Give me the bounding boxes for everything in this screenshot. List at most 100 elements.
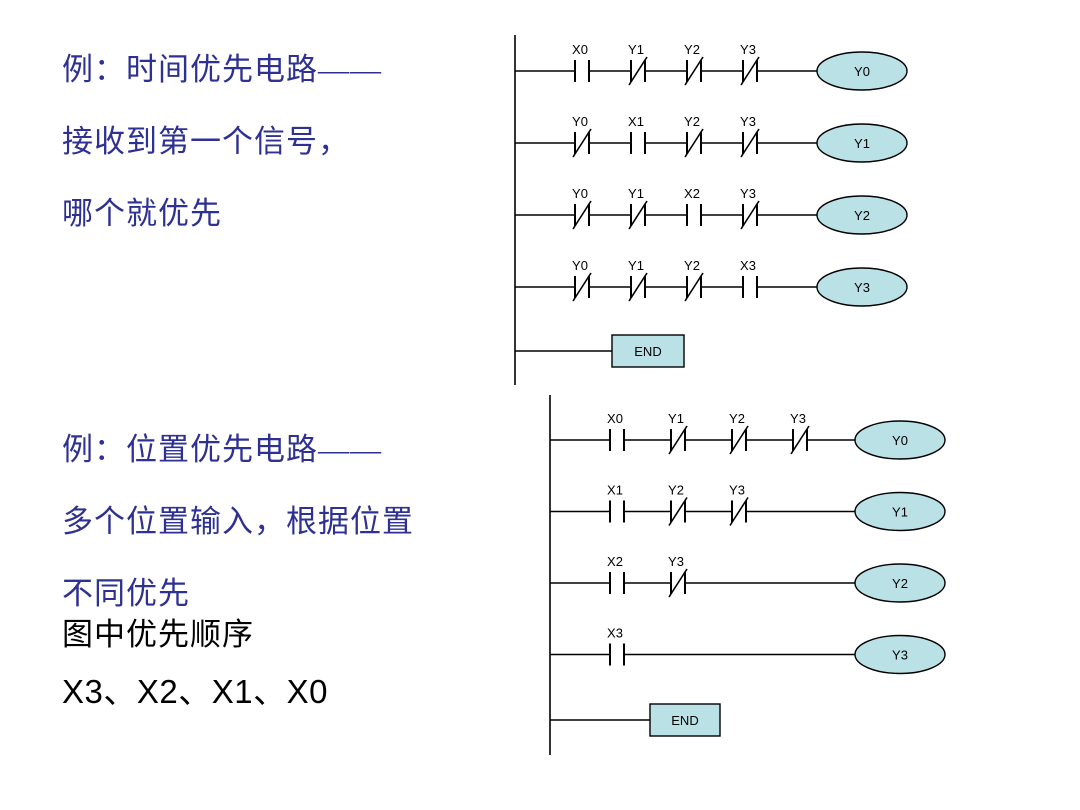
contact-label: Y3	[740, 42, 756, 57]
nc-slash	[572, 200, 592, 230]
contact-x2-no: X2	[607, 554, 625, 594]
caption-line: 接收到第一个信号，	[62, 124, 350, 159]
nc-slash	[628, 200, 648, 230]
nc-slash	[668, 568, 688, 598]
caption-position-priority: 例：位置优先电路—— 多个位置输入，根据位置 不同优先	[62, 414, 414, 630]
end-block: END	[550, 703, 721, 737]
contact-label: X3	[607, 626, 623, 641]
coil-label: Y2	[854, 208, 870, 223]
nc-slash	[684, 56, 704, 86]
coil-ellipse	[816, 267, 908, 307]
contact-x0-no: X0	[572, 42, 590, 82]
contact-label: Y2	[668, 483, 684, 498]
contact-x0-no: X0	[607, 411, 625, 451]
end-label: END	[634, 344, 661, 359]
contact-label: Y0	[572, 258, 588, 273]
end-label: END	[671, 713, 698, 728]
caption-time-priority: 例：时间优先电路—— 接收到第一个信号， 哪个就优先	[62, 34, 382, 250]
contact-y3-nc: Y3	[790, 411, 810, 455]
caption-line: 图中优先顺序	[62, 617, 254, 652]
contact-label: Y3	[668, 554, 684, 569]
contact-y2-nc: Y2	[668, 483, 688, 526]
coil-y1: Y1	[816, 123, 908, 163]
contact-label: Y2	[684, 114, 700, 129]
contact-label: Y2	[729, 411, 745, 426]
contact-y3-nc: Y3	[729, 483, 749, 526]
caption-line: 例：时间优先电路——	[62, 52, 382, 87]
contact-x3-no: X3	[607, 626, 625, 666]
contact-label: Y1	[628, 186, 644, 201]
end-box	[649, 703, 721, 737]
nc-slash	[729, 425, 749, 455]
contact-label: Y3	[740, 114, 756, 129]
caption-line: 例：位置优先电路——	[62, 432, 382, 467]
coil-ellipse	[816, 51, 908, 91]
contact-y0-nc: Y0	[572, 114, 592, 158]
coil-label: Y3	[892, 648, 908, 663]
contact-x2-no: X2	[684, 186, 702, 226]
caption-line: 哪个就优先	[62, 196, 222, 231]
contact-label: X1	[607, 483, 623, 498]
contact-x1-no: X1	[607, 483, 625, 523]
coil-label: Y0	[854, 64, 870, 79]
end-box	[611, 334, 685, 368]
contact-x1-no: X1	[628, 114, 646, 154]
contact-y0-nc: Y0	[572, 186, 592, 230]
nc-slash	[684, 272, 704, 302]
contact-label: X0	[607, 411, 623, 426]
caption-line: 不同优先	[62, 576, 190, 611]
coil-ellipse	[854, 634, 946, 675]
nc-slash	[740, 128, 760, 158]
nc-slash	[684, 128, 704, 158]
contact-y1-nc: Y1	[628, 42, 648, 86]
coil-y3: Y3	[854, 634, 946, 675]
coil-y0: Y0	[854, 420, 946, 460]
nc-slash	[740, 200, 760, 230]
nc-slash	[572, 128, 592, 158]
end-block: END	[515, 334, 685, 368]
contact-y2-nc: Y2	[684, 258, 704, 302]
nc-slash	[729, 497, 749, 526]
coil-y0: Y0	[816, 51, 908, 91]
contact-y1-nc: Y1	[668, 411, 688, 455]
coil-label: Y1	[854, 136, 870, 151]
nc-slash	[668, 497, 688, 526]
contact-label: Y3	[729, 483, 745, 498]
coil-y3: Y3	[816, 267, 908, 307]
contact-label: Y3	[790, 411, 806, 426]
contact-y1-nc: Y1	[628, 258, 648, 302]
contact-label: Y2	[684, 42, 700, 57]
contact-y2-nc: Y2	[684, 114, 704, 158]
contact-label: Y1	[628, 42, 644, 57]
contact-label: X2	[684, 186, 700, 201]
nc-slash	[628, 56, 648, 86]
contact-y0-nc: Y0	[572, 258, 592, 302]
contact-label: Y3	[740, 186, 756, 201]
coil-ellipse	[816, 123, 908, 163]
coil-label: Y3	[854, 280, 870, 295]
coil-ellipse	[854, 420, 946, 460]
contact-label: X2	[607, 554, 623, 569]
coil-y2: Y2	[854, 563, 946, 603]
contact-x3-no: X3	[740, 258, 758, 298]
contact-label: Y2	[684, 258, 700, 273]
contact-label: Y0	[572, 114, 588, 129]
coil-label: Y1	[892, 505, 908, 520]
nc-slash	[740, 56, 760, 86]
caption-priority-order: 图中优先顺序 X3、X2、X1、X0	[62, 606, 328, 720]
nc-slash	[628, 272, 648, 302]
contact-y2-nc: Y2	[684, 42, 704, 86]
coil-ellipse	[854, 491, 946, 532]
nc-slash	[572, 272, 592, 302]
contact-y3-nc: Y3	[740, 114, 760, 158]
coil-ellipse	[854, 563, 946, 603]
contact-y2-nc: Y2	[729, 411, 749, 455]
contact-label: Y1	[668, 411, 684, 426]
